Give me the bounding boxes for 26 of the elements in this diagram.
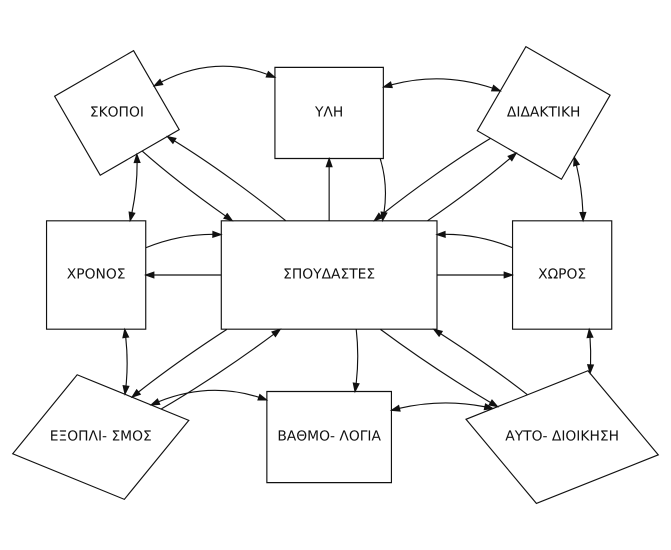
arrow xyxy=(390,402,495,412)
arrow xyxy=(166,136,286,222)
arrow xyxy=(586,328,594,375)
arrow xyxy=(573,156,587,222)
arrow xyxy=(128,152,141,222)
arrow xyxy=(130,328,228,398)
arrow xyxy=(150,390,268,406)
node-box: ΒΑΘΜΟ- ΛΟΓΙΑ xyxy=(266,390,392,484)
arrow xyxy=(382,78,502,92)
arrow xyxy=(432,328,528,396)
node-box: ΧΡΟΝΟΣ xyxy=(46,220,146,330)
arrow xyxy=(326,156,333,220)
arrow xyxy=(161,328,282,410)
arrow xyxy=(352,329,360,394)
arrow xyxy=(437,271,514,279)
arrow xyxy=(152,66,276,87)
arrow xyxy=(380,328,500,408)
arrow xyxy=(427,152,518,222)
arrow xyxy=(435,230,512,248)
arrow xyxy=(142,150,234,222)
arrow xyxy=(146,230,223,248)
node-box: ΣΠΟΥΔΑΣΤΕΣ xyxy=(220,220,438,330)
node-box: ΧΩΡΟΣ xyxy=(512,220,612,330)
arrow xyxy=(122,328,130,396)
arrow xyxy=(144,271,221,279)
node-box: ΥΛΗ xyxy=(274,66,384,160)
